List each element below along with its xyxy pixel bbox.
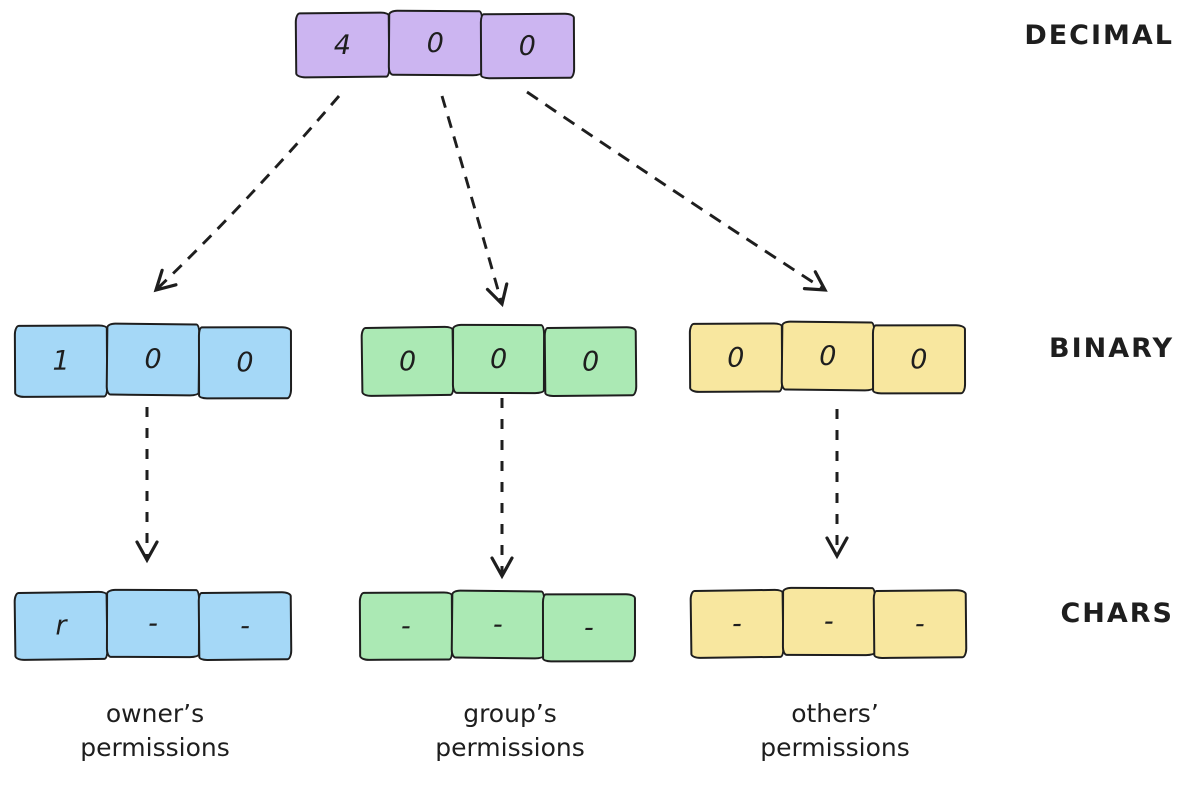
decimal-cell: 0 (387, 9, 483, 77)
others-chars-row: - - - (689, 586, 968, 660)
owner-chars-cell: - (197, 591, 293, 662)
owner-chars-cell: - (105, 588, 201, 659)
caption-others: others’ permissions (695, 697, 975, 765)
others-binary-cell: 0 (872, 324, 967, 395)
group-chars-row: - - - (358, 589, 637, 663)
others-binary-row: 0 0 0 (688, 320, 967, 395)
caption-line: permissions (80, 733, 230, 762)
owner-binary-row: 1 0 0 (13, 322, 293, 400)
caption-line: owner’s (105, 699, 205, 728)
owner-chars-cell: r (13, 590, 109, 662)
caption-line: permissions (435, 733, 585, 762)
caption-line: group’s (463, 699, 557, 728)
arrow-decimal-to-group-binary (440, 95, 509, 308)
owner-chars-row: r - - (13, 588, 293, 662)
group-chars-cell: - (542, 593, 637, 663)
arrow-decimal-to-owner-binary (153, 95, 341, 293)
others-chars-cell: - (873, 589, 968, 660)
group-binary-cell: 0 (543, 326, 638, 398)
caption-line: others’ (791, 699, 879, 728)
group-chars-cell: - (450, 589, 545, 660)
arrow-decimal-to-others-binary (526, 90, 828, 292)
others-chars-cell: - (689, 588, 785, 660)
group-binary-cell: 0 (360, 325, 455, 398)
decimal-cell: 4 (294, 11, 390, 79)
caption-owner: owner’s permissions (15, 697, 295, 765)
others-binary-cell: 0 (780, 320, 875, 392)
side-label-binary: BINARY (1049, 333, 1174, 364)
caption-group: group’s permissions (370, 697, 650, 765)
decimal-cell: 0 (480, 12, 576, 80)
side-label-decimal: DECIMAL (1024, 20, 1174, 51)
owner-binary-cell: 1 (13, 324, 109, 398)
group-chars-cell: - (358, 591, 453, 661)
caption-line: permissions (760, 733, 910, 762)
owner-binary-cell: 0 (197, 326, 293, 400)
side-label-chars: CHARS (1060, 598, 1174, 629)
group-binary-cell: 0 (452, 323, 546, 395)
decimal-row: 4 0 0 (294, 9, 576, 80)
owner-binary-cell: 0 (105, 322, 201, 397)
group-binary-row: 0 0 0 (360, 323, 638, 398)
others-binary-cell: 0 (688, 322, 783, 393)
others-chars-cell: - (781, 586, 876, 657)
